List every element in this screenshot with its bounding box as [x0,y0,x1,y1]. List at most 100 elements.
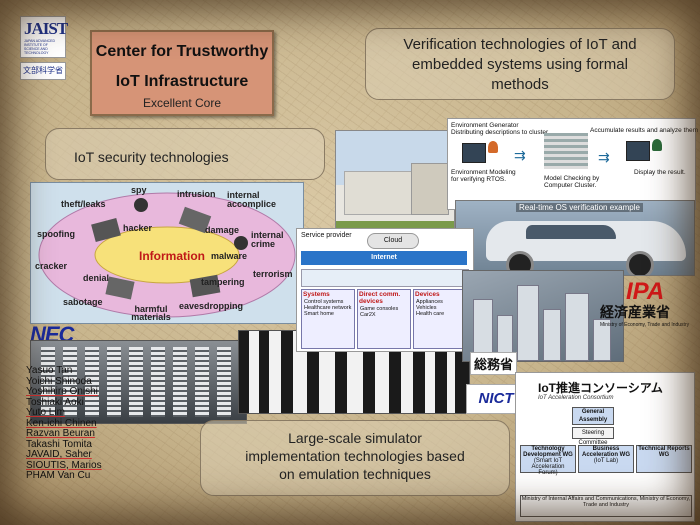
diag-arrow-icon: ⇉ [514,147,526,163]
iot-security-box: IoT security technologies [45,128,325,180]
diag-arrow-icon-2: ⇉ [598,149,610,165]
verification-line-2: embedded systems using formal [412,56,628,73]
threat-sabotage: sabotage [63,297,103,307]
meti-logo-text: 経済産業省 [600,304,670,320]
diag-accumulate: Accumulate results and analyze them [590,127,699,134]
iot-security-label: IoT security technologies [74,149,229,165]
net-direct-box: Direct comm. devices Game consoles Car2X [357,289,411,349]
diag-pc-icon [462,143,486,163]
net-gateway-row [301,269,469,287]
net-internet-bar: Internet [301,251,467,265]
simulator-line-3: on emulation techniques [279,466,431,482]
member-4: Toshiaki Aoki [26,396,84,408]
diag-model-check-2: Computer Cluster. [544,182,597,189]
diag-person-icon [488,141,498,153]
net-devices-item-2: Vehicles [416,305,437,311]
ipa-logo: IPA [626,278,665,305]
jaist-logo: JAIST JAPAN ADVANCED INSTITUTE OF SCIENC… [20,16,68,58]
jaist-logo-text: JAIST [24,19,68,38]
consortium-steering: Steering Committee [572,427,614,446]
title-panel: Center for Trustworthy IoT Infrastructur… [90,30,274,116]
threat-cracker: cracker [35,261,68,271]
member-5: Yuto Lim [26,407,65,418]
consortium-wg1: Technology Development WG (Smart IoT Acc… [520,445,576,476]
diag-env-modeling-2: for verifying RTOS. [451,176,507,183]
net-systems-title: Systems [303,291,330,298]
net-devices-title: Devices [415,291,440,298]
threat-eavesdropping: eavesdropping [179,301,244,311]
net-systems-item-1: Control systems [304,299,344,305]
diag-pc-icon-2 [626,141,650,161]
member-9: JAVAID, Saher [26,449,92,460]
verification-process-diagram: Environment Generator Distributing descr… [447,118,699,210]
diag-env-generator: Environment Generator [451,122,519,129]
threat-theft-leaks: theft/leaks [61,199,106,209]
diag-person-icon-2 [652,139,662,151]
server-room-photo [30,340,247,424]
title-line-2: IoT Infrastructure [115,73,249,90]
diag-model-check: Model Checking by [544,175,600,182]
threat-denial: denial [83,273,110,283]
net-direct-title: Direct comm. devices [359,291,401,305]
net-systems-box: Systems Control systems Healthcare netwo… [301,289,355,349]
iot-consortium-chart: IoT推進コンソーシアム IoT Acceleration Consortium… [515,372,695,522]
member-2: Yoichi Shinoda [26,375,92,387]
diag-display-result: Display the result. [634,169,686,176]
mext-logo: 文部科学省 [20,62,66,80]
net-devices-item-1: Appliances [416,299,443,305]
simulator-technologies-box: Large-scale simulator implementation tec… [200,420,510,496]
consortium-general-assembly: General Assembly [572,407,614,425]
verification-technologies-box: Verification technologies of IoT and emb… [365,28,675,100]
mic-logo: 総務省 [470,352,518,375]
threat-internal-crime: internal crime [251,230,284,249]
threat-intrusion: intrusion [177,189,216,199]
diag-env-distribute: Distributing descriptions to cluster. [451,129,550,136]
member-8: Takashi Tomita [26,438,92,450]
threat-terrorism: terrorism [253,269,293,279]
threat-hacker: hacker [123,223,153,233]
threat-tampering: tampering [201,277,245,287]
threat-harmful-materials: harmful materials [131,304,171,322]
net-devices-box: Devices Appliances Vehicles Health care [413,289,469,349]
security-threats-diagram: spy theft/leaks intrusion internal accom… [30,182,304,324]
member-list: Yasuo Tan Yoichi Shinoda Yoshihiro Onish… [26,365,102,482]
diag-env-modeling: Environment Modeling [451,169,516,176]
threats-illustration [38,192,296,318]
threat-center-information: Information [139,249,205,263]
net-devices-item-3: Health care [416,311,445,317]
title-line-1: Center for Trustworthy [95,43,269,60]
consortium-wg2-title: Business Acceleration WG [581,446,630,458]
smart-city-photo [462,270,624,362]
threat-spy: spy [131,185,147,195]
consortium-footer: Ministry of Internal Affairs and Communi… [520,495,692,517]
consortium-wg3: Technical Reports WG [636,445,692,473]
member-6: Ken-ichi Chinen [26,417,97,429]
diag-cluster-icon [544,133,588,169]
meti-logo: 経済産業省 Ministry of Economy, Trade and Ind… [600,302,689,328]
threat-spoofing: spoofing [37,229,75,239]
meti-logo-subtext: Ministry of Economy, Trade and Industry [600,322,690,328]
threat-damage: damage [205,225,240,235]
net-systems-item-3: Smart home [304,311,334,317]
consortium-subtitle: IoT Acceleration Consortium [538,395,614,401]
consortium-wg2: Business Acceleration WG (IoT Lab) [578,445,634,473]
net-direct-item-2: Car2X [360,312,376,318]
consortium-title: IoT推進コンソーシアム [538,381,663,395]
net-cloud: Cloud [367,233,419,249]
consortium-wg2-sub: (IoT Lab) [593,458,619,464]
threat-malware: malware [211,251,248,261]
verification-line-1: Verification technologies of IoT and [403,36,637,53]
verification-line-3: methods [491,76,549,93]
net-systems-item-2: Healthcare network [304,305,352,311]
member-3: Yoshihiro Onishi [26,386,98,397]
net-service-provider: Service provider [301,232,352,239]
simulator-line-2: implementation technologies based [245,448,465,464]
consortium-wg1-title: Technology Development WG [523,446,573,458]
member-10: SIOUTIS, Marios [26,459,102,471]
net-direct-item-1: Game consoles [360,306,399,312]
title-line-3: Excellent Core [142,96,222,110]
member-7: Razvan Beuran [26,428,95,439]
simulator-line-1: Large-scale simulator [288,430,422,446]
jaist-logo-subtext: JAPAN ADVANCED INSTITUTE OF SCIENCE AND … [24,39,55,55]
